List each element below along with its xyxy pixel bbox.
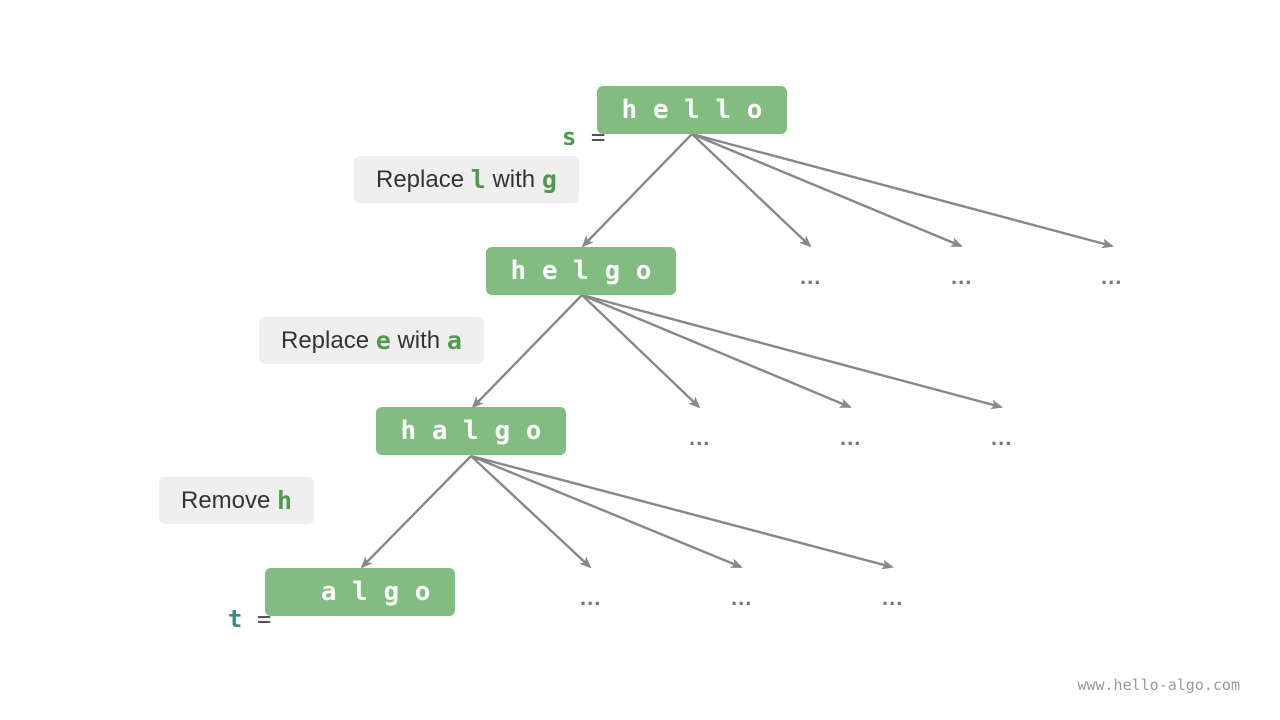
edge-arrow-l2-1	[471, 294, 583, 409]
edge-arrow-l3-2	[470, 455, 592, 569]
edge-arrow-l2-2	[581, 294, 701, 409]
edges-group	[360, 132, 1114, 570]
edge-arrow-l1-1	[581, 133, 693, 248]
node-hello-text: h e l l o	[621, 95, 763, 125]
op-label-replace-l-with-g: Replace l with g	[354, 156, 579, 203]
edge-arrow-l3-3	[470, 454, 743, 569]
node-hello: h e l l o	[597, 86, 787, 134]
edge-arrow-l3-4	[470, 454, 894, 570]
op-label-from: e	[375, 326, 391, 355]
node-algo: a l g o	[265, 568, 455, 616]
node-halgo: h a l g o	[376, 407, 566, 455]
ellipsis-l1-a: ...	[800, 264, 822, 289]
ellipsis-l2-a: ...	[689, 425, 711, 450]
var-t-name: t	[227, 605, 243, 633]
ellipsis-l3-c: ...	[882, 585, 904, 610]
op-label-to: g	[541, 165, 557, 194]
ellipsis-l3-a: ...	[580, 585, 602, 610]
var-t: t =	[199, 577, 271, 633]
op-label-replace-e-with-a: Replace e with a	[259, 317, 484, 364]
ellipsis-l2-c: ...	[991, 425, 1013, 450]
edge-arrow-l1-3	[691, 132, 963, 248]
op-label-prefix: Replace	[376, 165, 471, 193]
op-label-prefix: Remove	[181, 486, 278, 514]
node-halgo-text: h a l g o	[400, 416, 542, 446]
ellipsis-l1-b: ...	[951, 264, 973, 289]
edge-arrow-l1-4	[691, 132, 1114, 249]
op-label-prefix: Replace	[281, 326, 376, 354]
op-label-from: h	[277, 486, 293, 515]
watermark: www.hello-algo.com	[1077, 676, 1240, 694]
node-helgo-text: h e l g o	[510, 256, 652, 286]
node-algo-text: a l g o	[289, 577, 431, 607]
op-label-remove-h: Remove h	[159, 477, 315, 524]
var-s: s =	[533, 95, 605, 151]
op-label-mid: with	[485, 165, 542, 193]
var-s-name: s	[561, 123, 577, 151]
op-label-mid: with	[390, 326, 447, 354]
edge-arrow-l3-1	[360, 455, 472, 569]
node-helgo: h e l g o	[486, 247, 676, 295]
ellipsis-l3-b: ...	[731, 585, 753, 610]
op-label-from: l	[470, 165, 486, 194]
edge-arrow-l2-4	[581, 293, 1003, 410]
ellipsis-l2-b: ...	[840, 425, 862, 450]
op-label-to: a	[446, 326, 462, 355]
edge-arrow-l1-2	[691, 133, 812, 248]
edge-arrow-l2-3	[581, 293, 852, 409]
ellipsis-l1-c: ...	[1101, 264, 1123, 289]
